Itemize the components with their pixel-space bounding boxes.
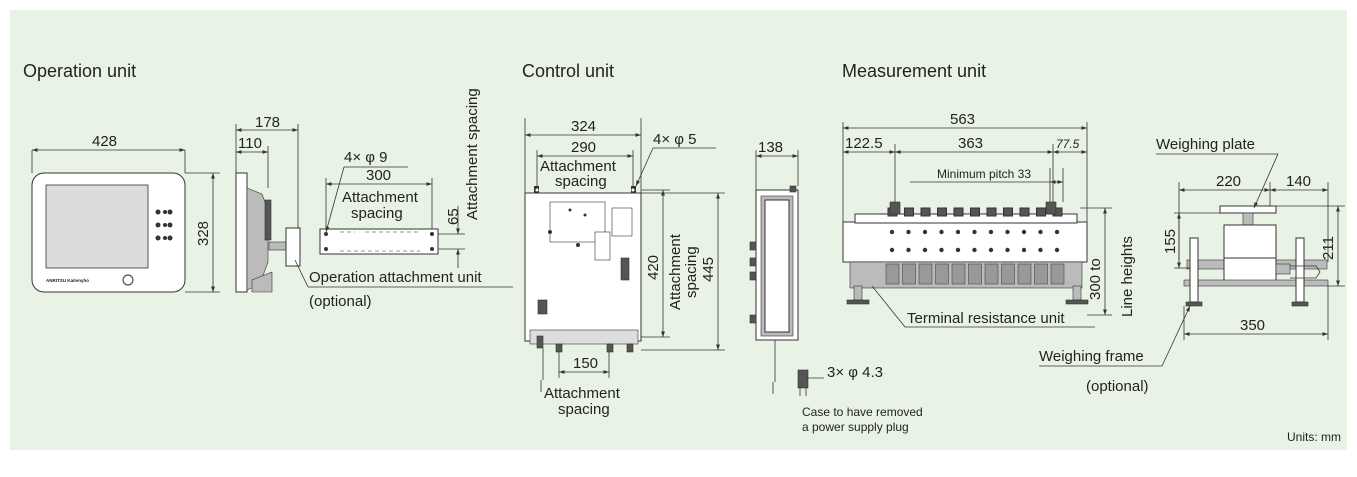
- measurement-center: 363: [958, 135, 983, 152]
- control-width: 324: [571, 118, 596, 135]
- control-unit: Control unit 324 290: [522, 61, 923, 434]
- diagram-panel: Operation unit ANRITSU Kaitenyho 428 328: [10, 10, 1347, 450]
- control-front-view: [524, 186, 642, 392]
- bracket-height: 65: [445, 208, 462, 225]
- control-bottom-attach-1: Attachment: [544, 385, 621, 402]
- control-spacing-width: 290: [571, 139, 596, 156]
- side-140: 140: [1286, 173, 1311, 190]
- dimension-drawing: Operation unit ANRITSU Kaitenyho 428 328: [23, 61, 1345, 434]
- attachment-unit-optional: (optional): [309, 293, 372, 310]
- weighing-frame: Weighing frame: [1039, 348, 1144, 365]
- measurement-side-view: [1183, 205, 1329, 307]
- plug-note-1: Case to have removed: [802, 405, 923, 419]
- operation-unit: Operation unit ANRITSU Kaitenyho 428 328: [23, 61, 513, 310]
- power-plug: [797, 369, 809, 396]
- bracket-attach-2: spacing: [351, 205, 403, 222]
- control-attach-2: spacing: [555, 173, 607, 190]
- units-label: Units: mm: [1287, 430, 1341, 444]
- operation-unit-title: Operation unit: [23, 61, 136, 81]
- control-bottom-width: 150: [573, 355, 598, 372]
- control-bottom-attach-2: spacing: [558, 401, 610, 418]
- measurement-unit-title: Measurement unit: [842, 61, 986, 81]
- measurement-front-view: [842, 201, 1089, 305]
- control-attach-1: Attachment: [540, 158, 617, 175]
- operation-front-view: ANRITSU Kaitenyho: [31, 172, 186, 293]
- bracket-attach-1: Attachment: [342, 189, 419, 206]
- operation-depth: 178: [255, 114, 280, 131]
- attachment-unit-label: Operation attachment unit: [309, 269, 482, 286]
- side-211: 211: [1320, 236, 1337, 260]
- operation-attachment-bracket: [319, 228, 439, 255]
- operation-side-view: [235, 172, 301, 293]
- plug-hole: 3× φ 4.3: [827, 364, 883, 381]
- control-side-view: [749, 185, 799, 394]
- side-350: 350: [1240, 317, 1265, 334]
- control-v-attach-2: spacing: [683, 246, 700, 298]
- control-hole: 4× φ 5: [653, 131, 697, 148]
- line-heights-1: 300 to: [1087, 258, 1104, 300]
- control-v-attach-1: Attachment: [667, 233, 684, 310]
- side-155: 155: [1162, 229, 1179, 254]
- panel-brand: ANRITSU Kaitenyho: [46, 278, 89, 283]
- control-inner-height: 420: [645, 255, 662, 280]
- minimum-pitch: Minimum pitch 33: [937, 167, 1031, 181]
- terminal-resistance: Terminal resistance unit: [907, 310, 1065, 327]
- plug-note-2: a power supply plug: [802, 420, 909, 434]
- control-unit-title: Control unit: [522, 61, 614, 81]
- control-side-depth: 138: [758, 139, 783, 156]
- weighing-plate: Weighing plate: [1156, 136, 1255, 153]
- measurement-total: 563: [950, 111, 975, 128]
- bracket-hole: 4× φ 9: [344, 149, 388, 166]
- measurement-right: 77.5: [1056, 137, 1080, 151]
- vertical-attachment-spacing: Attachment spacing: [464, 88, 481, 220]
- bracket-width: 300: [366, 167, 391, 184]
- operation-width: 428: [92, 133, 117, 150]
- operation-height: 328: [195, 221, 212, 246]
- operation-depth-inner: 110: [238, 135, 262, 152]
- line-heights-2: Line heights: [1119, 236, 1136, 317]
- control-height: 445: [700, 257, 717, 282]
- weighing-frame-optional: (optional): [1086, 378, 1149, 395]
- side-220: 220: [1216, 173, 1241, 190]
- measurement-left: 122.5: [845, 135, 883, 152]
- measurement-unit: Measurement unit 563 122.5 363 77.5 Min: [842, 61, 1345, 395]
